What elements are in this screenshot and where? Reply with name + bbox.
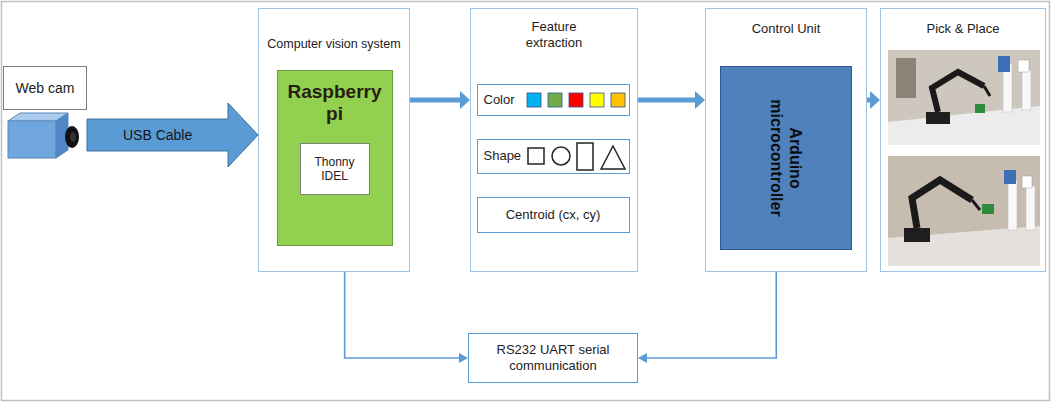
node-text: Centroid (cx, cy)	[481, 207, 626, 223]
board-box: Raspberry pi Thonny IDEL	[277, 70, 393, 246]
arrow-head	[459, 353, 468, 363]
robot-photo	[888, 156, 1040, 266]
connector-line	[638, 98, 696, 103]
connector-group	[345, 272, 468, 363]
feature-box: Shape	[477, 139, 630, 174]
heading-text: Feature extraction	[509, 19, 599, 50]
heading-text: Computer vision system	[261, 37, 407, 52]
heading-text: Raspberry pi	[282, 81, 388, 127]
connector-line	[410, 98, 461, 103]
connector-line	[646, 272, 776, 358]
arrow-head	[695, 91, 705, 109]
feature-box: Color	[477, 84, 630, 116]
robot-photo	[888, 50, 1040, 145]
output-panel: Pick & Place	[880, 8, 1046, 272]
connector-group	[410, 91, 470, 109]
color-swatches	[527, 93, 625, 107]
system-panel: Computer vision systemRaspberry pi Thonny…	[258, 8, 410, 272]
webcam-icon	[8, 113, 79, 158]
node-text: Color	[484, 92, 515, 108]
arrow-head	[638, 353, 647, 363]
software-box: Thonny IDEL	[300, 143, 370, 195]
node-text: Web cam	[8, 80, 82, 97]
arrow-head	[870, 91, 880, 109]
connector-group	[638, 272, 776, 363]
device-box: Web cam	[3, 66, 87, 110]
edge-label: USB Cable	[123, 127, 192, 144]
feature-box: Centroid (cx, cy)	[477, 197, 630, 233]
control-panel: Control UnitArduino microcontroller	[705, 8, 867, 272]
arrow-head	[460, 91, 470, 109]
heading-text: Control Unit	[716, 21, 856, 37]
connector-group	[87, 103, 258, 167]
stage-panel: Feature extractionColorShapeCentroid (cx…	[470, 8, 638, 272]
node-text: Thonny IDEL	[304, 154, 366, 183]
node-text: Arduino microcontroller	[766, 83, 804, 233]
protocol-box: RS232 UART serial communication	[468, 333, 638, 383]
controller-box: Arduino microcontroller	[720, 66, 852, 250]
connector-line	[345, 272, 460, 358]
shape-symbols	[528, 143, 625, 170]
node-text: RS232 UART serial communication	[478, 342, 628, 373]
node-text: Shape	[484, 148, 522, 164]
cable-arrow	[87, 103, 258, 167]
connector-group	[867, 91, 880, 109]
heading-text: Pick & Place	[893, 21, 1033, 37]
connector-group	[638, 91, 705, 109]
